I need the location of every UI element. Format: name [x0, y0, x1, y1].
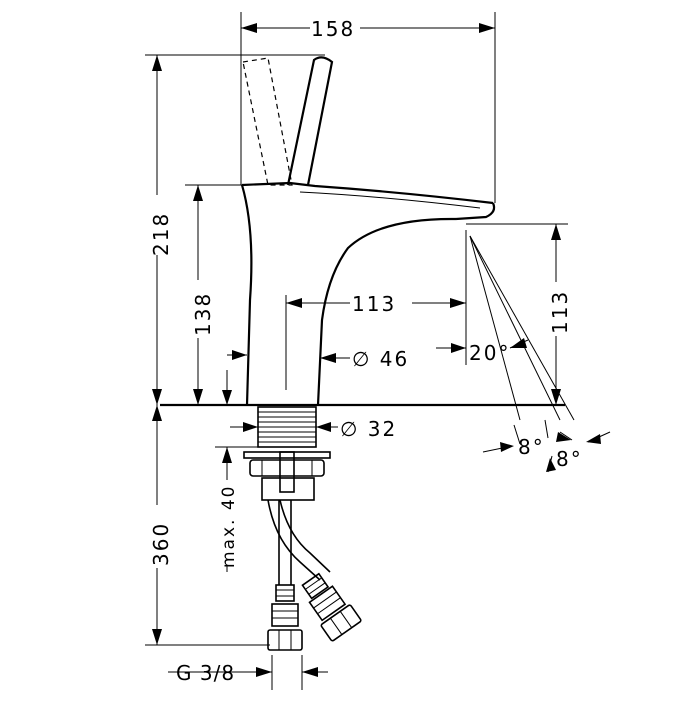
dim-32-label: ∅ 32 [340, 417, 397, 441]
dim-max-counter: max. 40 [215, 446, 258, 572]
dim-outlet-height: 113 [466, 223, 572, 405]
dim-connection: G 3/8 [168, 655, 328, 690]
dim-158-label: 158 [311, 17, 355, 41]
dim-under-counter: 360 [145, 405, 270, 646]
dim-shank-diameter: ∅ 32 [230, 417, 397, 441]
faucet-body [160, 56, 565, 407]
dim-base-offset [222, 350, 247, 405]
dim-113-v-label: 113 [548, 290, 572, 334]
spray-angle: 20° [436, 235, 575, 421]
dim-138-label: 138 [191, 292, 215, 336]
dim-total-width: 158 [240, 12, 496, 203]
dim-total-height: 218 [145, 54, 325, 405]
dim-8-left-label: 8° [518, 435, 545, 459]
dim-218-label: 218 [149, 212, 173, 256]
dim-g38-label: G 3/8 [176, 661, 235, 685]
dim-113-h-label: 113 [352, 292, 396, 316]
dim-max40-label: max. 40 [219, 485, 239, 568]
dim-spout-height: 138 [185, 184, 242, 405]
shank-assembly [243, 406, 331, 501]
hoses [267, 499, 362, 651]
dim-360-label: 360 [149, 522, 173, 566]
dim-8-right-label: 8° [556, 447, 583, 471]
dim-46-label: ∅ 46 [352, 347, 409, 371]
dim-small-angles: 8° 8° [482, 419, 611, 473]
dim-20-label: 20° [469, 341, 510, 365]
dim-spout-reach: 113 [285, 230, 467, 390]
thread-lines [258, 411, 316, 443]
dim-body-diameter: ∅ 46 [320, 347, 409, 371]
